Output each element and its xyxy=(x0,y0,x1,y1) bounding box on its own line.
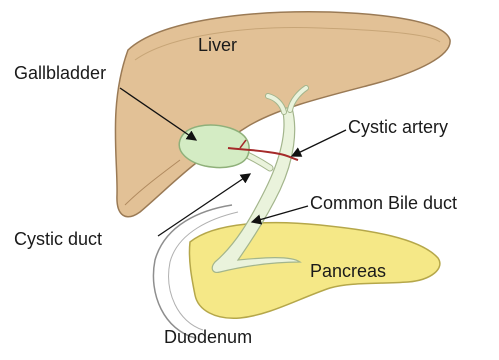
cystic-duct-label: Cystic duct xyxy=(14,230,102,248)
pancreas-label: Pancreas xyxy=(310,262,386,280)
gallbladder-label: Gallbladder xyxy=(14,64,106,82)
cystic-artery-pointer xyxy=(292,130,346,156)
common-bile-duct-label: Common Bile duct xyxy=(310,194,457,212)
cystic-artery-label: Cystic artery xyxy=(348,118,448,136)
duodenum-label: Duodenum xyxy=(164,328,252,346)
liver-label: Liver xyxy=(198,36,237,54)
